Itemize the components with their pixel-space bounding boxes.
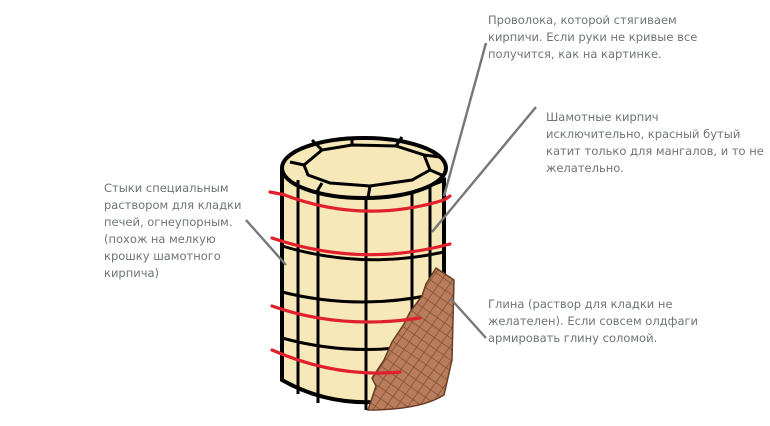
cylinder-inner-opening (302, 143, 432, 188)
wire-2 (270, 236, 452, 257)
clay-patch (366, 266, 455, 411)
cylinder-body (280, 136, 448, 410)
leader-clay (449, 297, 487, 339)
leader-joint (245, 219, 287, 266)
annotation-brick: Шамотные кирпич исключительно, красный б… (546, 110, 764, 175)
annotation-joints: Стыки специальным раствором для кладки п… (104, 181, 242, 280)
wire-4 (270, 348, 402, 375)
leader-lines (245, 42, 537, 339)
leader-wire (442, 42, 488, 197)
leader-brick (431, 106, 537, 233)
binding-wires (268, 190, 452, 375)
wire-3 (270, 304, 422, 324)
annotation-wire: Проволока, которой стягиваем кирпичи. Ес… (488, 13, 698, 61)
rim-brick-joints (289, 136, 445, 199)
annotation-clay: Глина (раствор для кладки не желателен).… (488, 297, 699, 345)
wire-1 (268, 190, 452, 213)
